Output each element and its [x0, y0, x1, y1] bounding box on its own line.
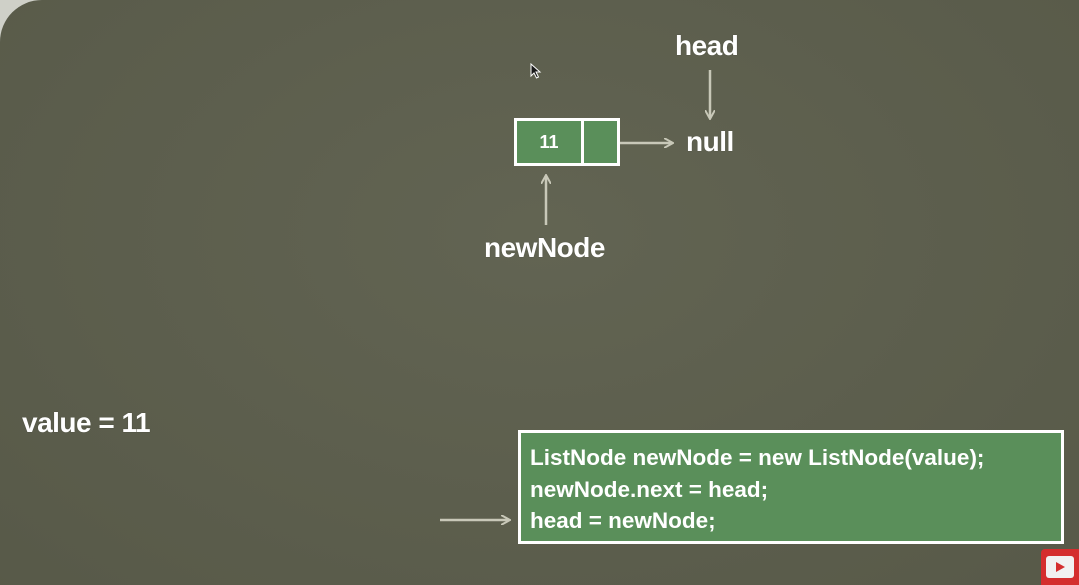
code-line: newNode.next = head; [530, 476, 769, 502]
value-label: value = 11 [22, 407, 151, 438]
null-label: null [686, 126, 734, 157]
head-label: head [675, 30, 739, 61]
play-icon [1056, 562, 1065, 572]
node-data-cell: 11 [517, 121, 584, 163]
newnode-label: newNode [484, 232, 605, 263]
list-node: 11 [514, 118, 620, 166]
code-line-current: head = newNode; [530, 508, 716, 533]
play-button-face [1046, 556, 1074, 578]
play-button[interactable] [1041, 549, 1079, 585]
mouse-pointer-icon [530, 63, 542, 79]
code-line: ListNode newNode = new ListNode(value); [530, 445, 985, 470]
node-next-cell [584, 121, 617, 163]
code-box: ListNode newNode = new ListNode(value); … [518, 430, 1064, 544]
